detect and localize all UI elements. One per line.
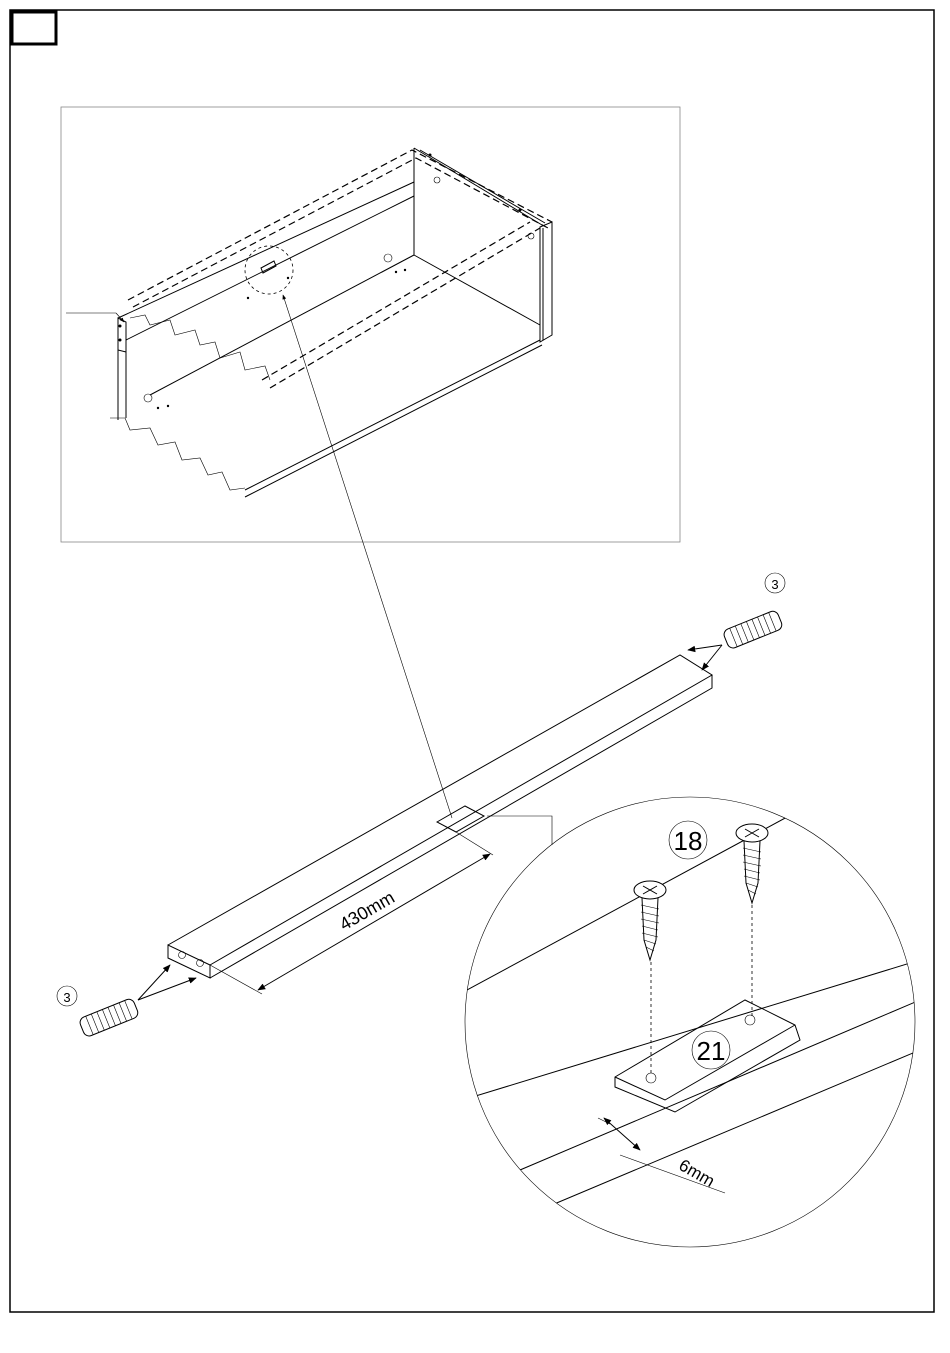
screw-right (736, 824, 768, 903)
svg-text:3: 3 (771, 577, 778, 592)
dimension-430: 430mm (210, 832, 493, 994)
dimension-430-label: 430mm (336, 887, 398, 934)
dimension-6-label: 6mm (676, 1156, 718, 1191)
cabinet-detail (66, 148, 552, 497)
page-frame (10, 10, 934, 1312)
step-number-box (12, 12, 56, 44)
svg-text:3: 3 (63, 990, 70, 1005)
callout-leader (487, 816, 552, 845)
svg-text:18: 18 (674, 826, 703, 856)
detail-leader-line (283, 295, 452, 818)
svg-text:21: 21 (697, 1036, 726, 1066)
plate-on-board (437, 806, 484, 832)
screw-left (634, 881, 666, 960)
inset-frame (61, 107, 680, 542)
dowel-right: 3 (688, 573, 785, 670)
dowel-left: 3 (57, 965, 196, 1038)
detail-magnifier: 21 18 6mm (430, 797, 920, 1247)
shelf-board (168, 655, 712, 978)
